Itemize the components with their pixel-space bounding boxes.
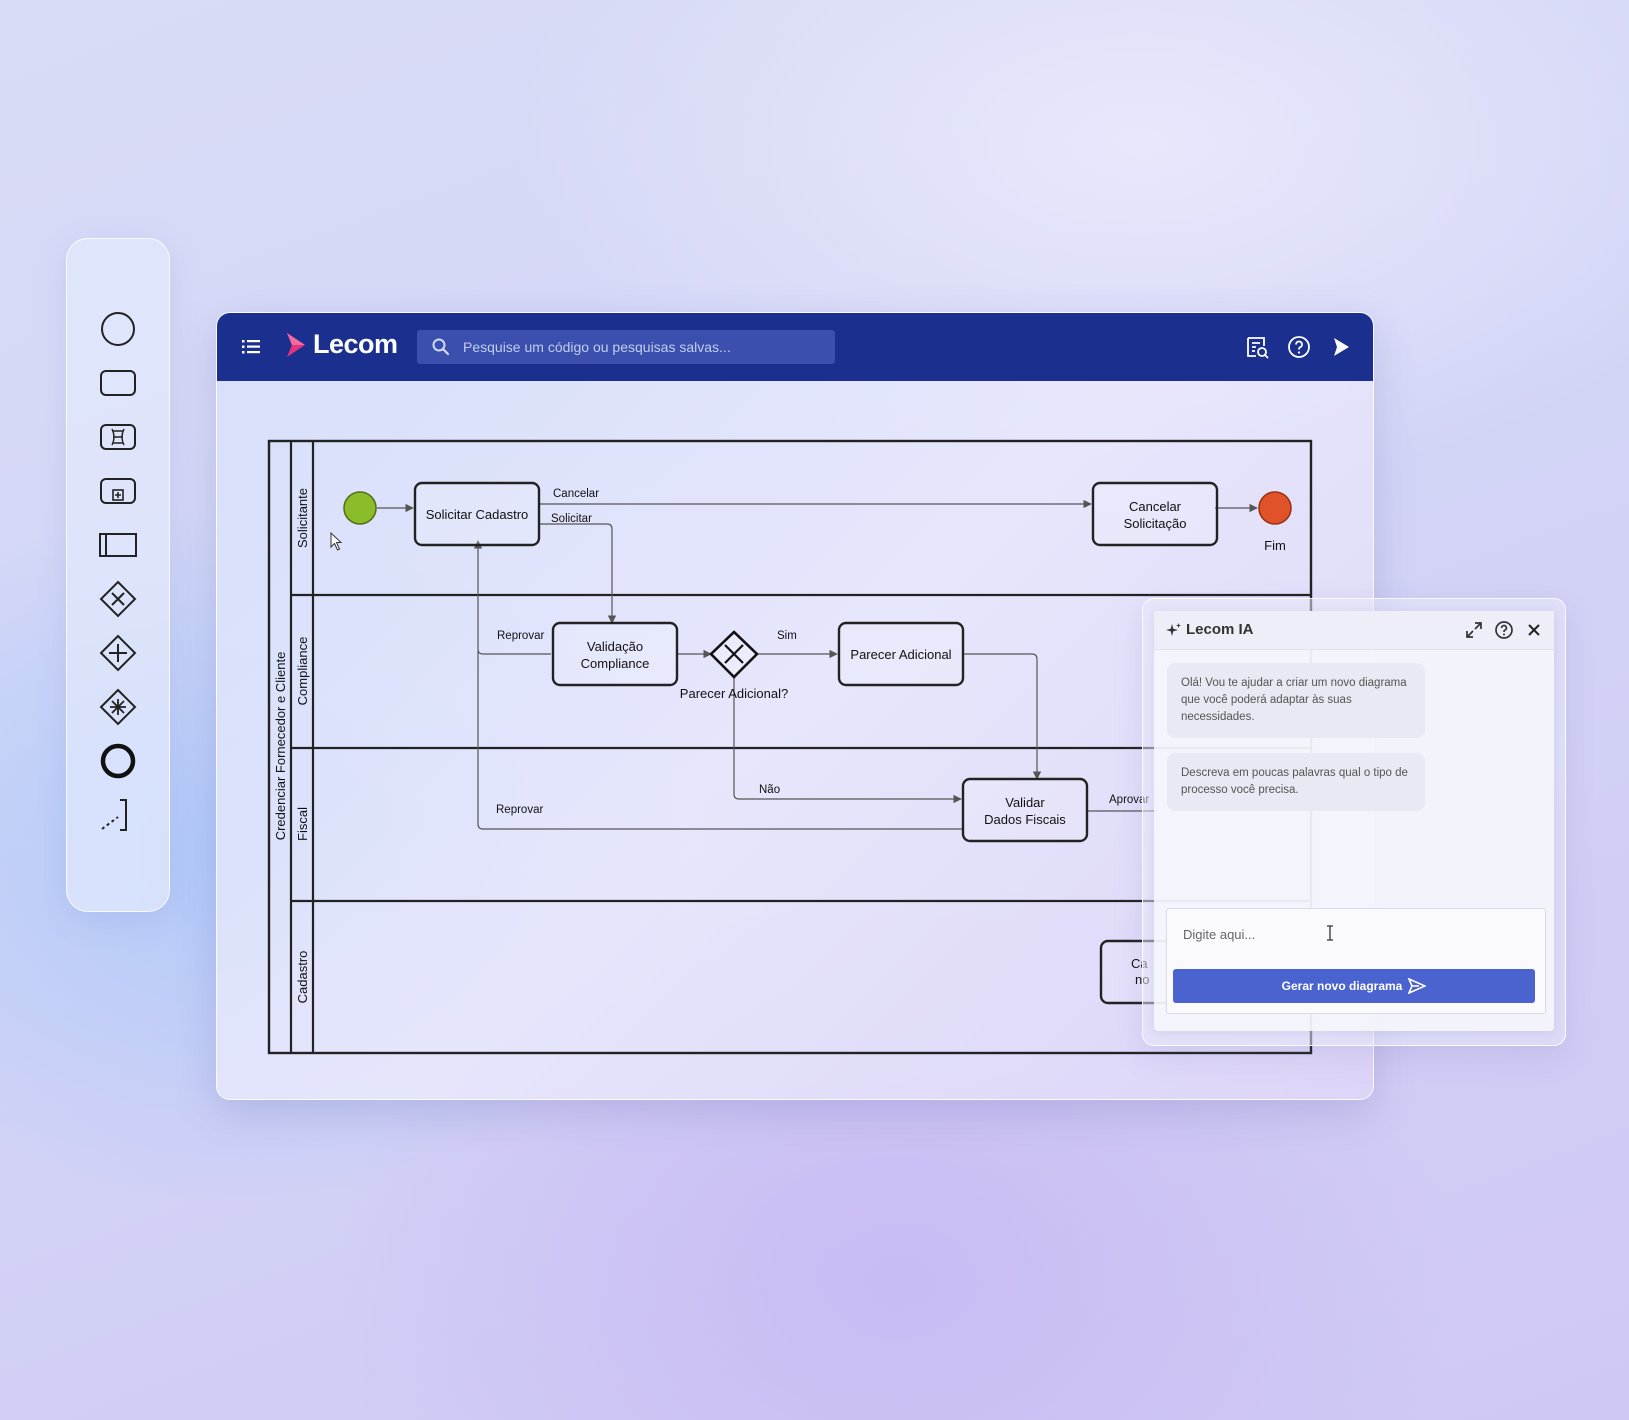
expand-icon[interactable] — [1464, 620, 1484, 640]
send-icon — [1408, 978, 1427, 994]
sparkle-icon — [1166, 623, 1181, 636]
task-cancelar-solicitacao — [1091, 481, 1219, 547]
annotation-tool-icon[interactable] — [93, 793, 143, 837]
flow-label-reprovar-2: Reprovar — [496, 804, 543, 816]
lecom-ia-card: Lecom IA Olá! Vou te ajudar a criar um n… — [1154, 611, 1554, 1031]
ai-input-area: Gerar novo diagrama — [1166, 908, 1546, 1014]
logo-text: Lecom — [313, 329, 398, 359]
flow-label-aprovar: Aprovar — [1109, 794, 1149, 806]
lane-label-compliance: Compliance — [295, 637, 310, 706]
search-bar[interactable] — [417, 330, 835, 364]
task-solicitar-cadastro-label: Solicitar Cadastro — [426, 507, 529, 522]
end-event-label: Fim — [1264, 538, 1286, 553]
start-event — [343, 491, 377, 525]
task-cancelar-solicitacao-label-2: Solicitação — [1124, 516, 1187, 531]
subprocess-tool-icon[interactable] — [93, 469, 143, 513]
send-arrow-icon[interactable] — [1327, 333, 1355, 361]
task-validacao-compliance — [551, 621, 679, 687]
task-parecer-adicional-label: Parecer Adicional — [850, 647, 951, 662]
close-icon[interactable] — [1524, 620, 1544, 640]
task-validacao-compliance-label-2: Compliance — [581, 656, 650, 671]
end-event-tool-icon[interactable] — [93, 739, 143, 783]
task-validacao-compliance-label-1: Validação — [587, 639, 643, 654]
task-validar-dados-fiscais-label-2: Dados Fiscais — [984, 812, 1066, 827]
generate-diagram-button[interactable]: Gerar novo diagrama — [1173, 969, 1535, 1003]
lane-label-solicitante: Solicitante — [295, 488, 310, 548]
generate-diagram-label: Gerar novo diagrama — [1281, 979, 1403, 993]
parallel-gateway-tool-icon[interactable] — [93, 631, 143, 675]
mouse-cursor-icon — [330, 531, 343, 551]
gateway-label: Parecer Adicional? — [680, 686, 788, 701]
lane-label-cadastro: Cadastro — [295, 951, 310, 1004]
menu-list-icon[interactable] — [239, 335, 263, 359]
flow-label-sim: Sim — [777, 630, 797, 642]
lecom-ia-title: Lecom IA — [1186, 621, 1254, 638]
flow-label-solicitar: Solicitar — [551, 513, 592, 525]
lecom-logo-mark-icon — [287, 332, 305, 357]
ai-message-greeting: Olá! Vou te ajudar a criar um novo diagr… — [1167, 663, 1425, 738]
pool-tool-icon[interactable] — [93, 523, 143, 567]
task-tool-icon[interactable] — [93, 361, 143, 405]
tool-palette — [66, 238, 170, 912]
task-cancelar-solicitacao-label-1: Cancelar — [1129, 499, 1182, 514]
script-task-tool-icon[interactable] — [93, 415, 143, 459]
start-event-tool-icon[interactable] — [93, 307, 143, 351]
task-validar-dados-fiscais — [961, 777, 1089, 843]
help-circle-icon[interactable] — [1494, 620, 1514, 640]
lane-label-fiscal: Fiscal — [295, 807, 310, 841]
lecom-ia-header: Lecom IA — [1154, 611, 1554, 650]
end-event — [1258, 491, 1292, 525]
lecom-logo[interactable]: Lecom — [285, 329, 398, 360]
flow-label-nao: Não — [759, 784, 780, 796]
search-input[interactable] — [461, 338, 825, 356]
text-cursor-icon — [1327, 925, 1333, 941]
ai-message-prompt: Descreva em poucas palavras qual o tipo … — [1167, 753, 1425, 811]
exclusive-gateway-tool-icon[interactable] — [93, 577, 143, 621]
task-validar-dados-fiscais-label-1: Validar — [1005, 795, 1045, 810]
help-icon[interactable] — [1285, 333, 1313, 361]
ai-prompt-input[interactable] — [1181, 921, 1525, 947]
pool-label: Credenciar Fornecedor e Cliente — [273, 652, 288, 841]
task-parecer-adicional — [837, 621, 965, 687]
task-solicitar-cadastro — [413, 481, 541, 547]
saved-search-icon[interactable] — [1243, 333, 1271, 361]
top-bar: Lecom — [217, 313, 1373, 381]
search-icon — [432, 338, 450, 356]
complex-gateway-tool-icon[interactable] — [93, 685, 143, 729]
flow-label-reprovar-1: Reprovar — [497, 630, 544, 642]
flow-label-cancelar: Cancelar — [553, 488, 599, 500]
lecom-ia-panel: Lecom IA Olá! Vou te ajudar a criar um n… — [1142, 598, 1566, 1046]
